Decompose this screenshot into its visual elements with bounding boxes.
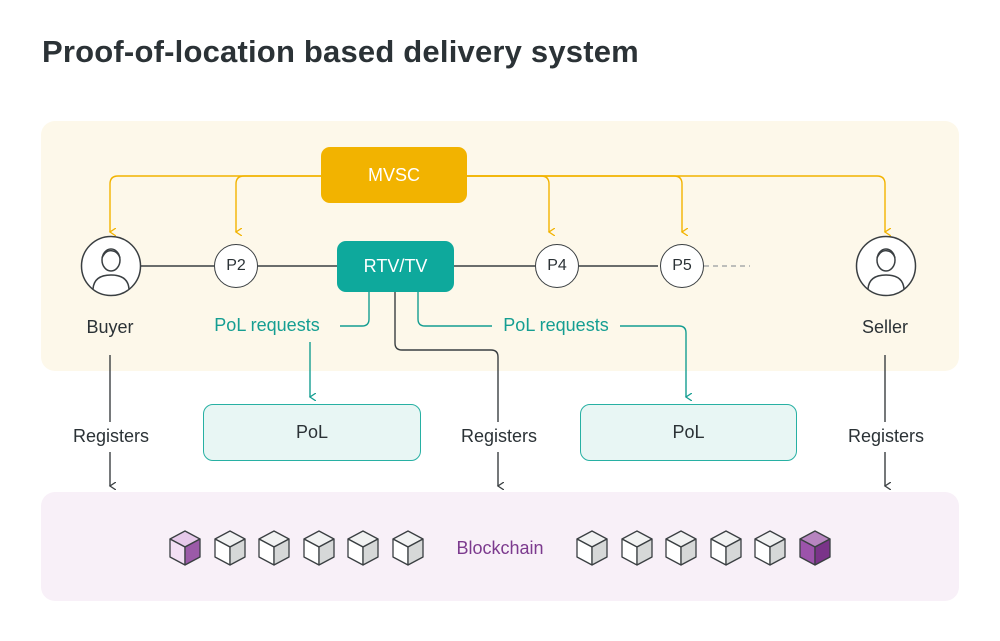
registers-label-seller: Registers xyxy=(847,426,925,446)
page-title: Proof-of-location based delivery system xyxy=(42,34,639,69)
participant-p4: P4 xyxy=(535,244,579,288)
rtv-tv-box: RTV/TV xyxy=(337,241,454,292)
pol-requests-label-right: PoL requests xyxy=(503,315,609,335)
blockchain-label: Blockchain xyxy=(456,538,544,558)
block-left-3-icon xyxy=(258,530,290,566)
mvsc-box: MVSC xyxy=(321,147,467,203)
block-right-3-icon xyxy=(665,530,697,566)
pol-box-right: PoL xyxy=(580,404,797,461)
block-left-4-icon xyxy=(303,530,335,566)
pol-box-left: PoL xyxy=(203,404,421,461)
buyer-label: Buyer xyxy=(86,317,134,337)
registers-label-rtv: Registers xyxy=(460,426,538,446)
participant-p2: P2 xyxy=(214,244,258,288)
block-left-2-icon xyxy=(213,530,246,566)
mvsc-distribution-arrows xyxy=(110,175,885,232)
network-panel xyxy=(41,121,959,371)
participant-p5: P5 xyxy=(660,244,704,288)
block-right-1-icon xyxy=(576,530,608,566)
block-left-6-icon xyxy=(392,530,424,566)
registers-label-buyer: Registers xyxy=(72,426,150,446)
seller-avatar-icon xyxy=(855,235,917,297)
block-right-6-icon xyxy=(799,530,831,566)
buyer-avatar-icon xyxy=(80,235,142,297)
pol-requests-label-left: PoL requests xyxy=(214,315,320,335)
register-arrows xyxy=(110,292,885,486)
block-right-2-icon xyxy=(620,530,653,566)
block-right-5-icon xyxy=(754,530,787,566)
block-left-5-icon xyxy=(347,530,380,566)
seller-label: Seller xyxy=(861,317,909,337)
pol-request-arrows xyxy=(310,292,686,397)
block-left-1-icon xyxy=(169,530,201,566)
block-right-4-icon xyxy=(710,530,742,566)
